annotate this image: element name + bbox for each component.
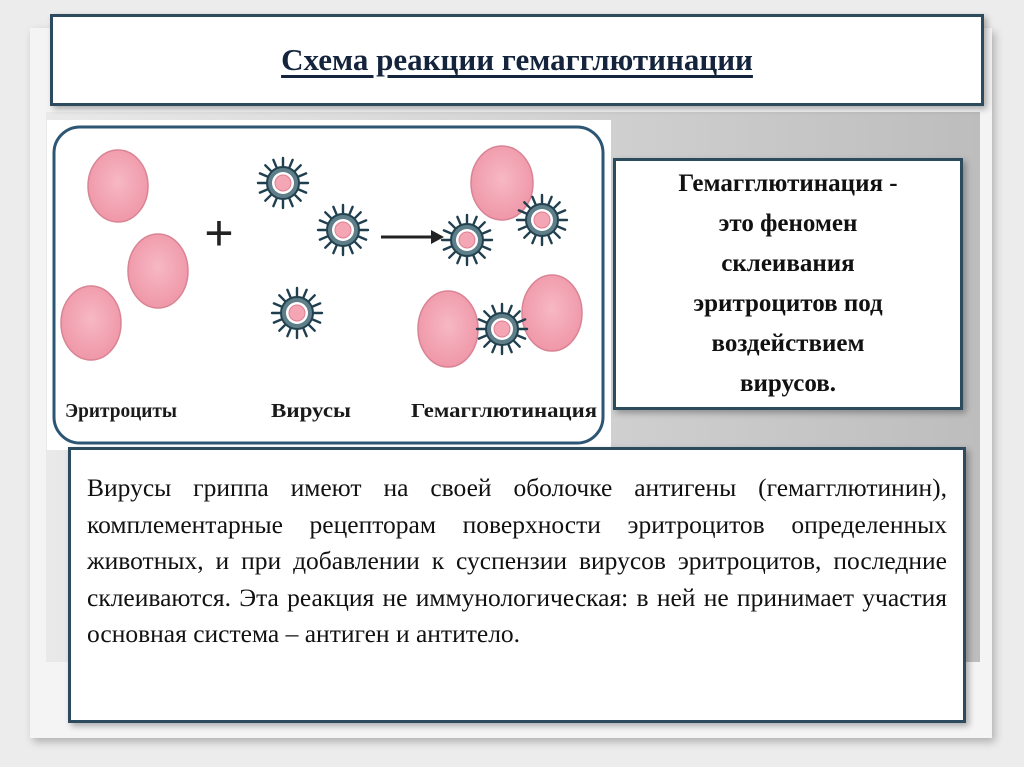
erythrocyte-cell: [60, 285, 122, 361]
definition-line: это феномен: [718, 210, 858, 237]
definition-line: Гемагглютинация -: [678, 170, 898, 197]
virus-particle: [515, 193, 569, 247]
explanation-box: Вирусы гриппа имеют на своей оболочке ан…: [68, 447, 966, 723]
virus-particle: [475, 302, 529, 356]
label-viruses: Вирусы: [271, 400, 351, 422]
virus-particle: [440, 213, 494, 267]
virus-particle: [270, 286, 324, 340]
erythrocyte-cell: [470, 145, 534, 221]
hemagglutination-diagram: + Эритроциты Вирусы Гемагглютинация: [47, 120, 611, 450]
definition-box: Гемагглютинация - это феномен склеивания…: [613, 158, 963, 410]
label-hemagglutination: Гемагглютинация: [411, 400, 597, 422]
erythrocyte-cell: [87, 149, 149, 223]
definition-text: Гемагглютинация - это феномен склеивания…: [678, 164, 897, 404]
explanation-text: Вирусы гриппа имеют на своей оболочке ан…: [87, 473, 947, 648]
erythrocyte-cell: [127, 233, 189, 309]
title-box: Схема реакции гемагглютинации: [50, 14, 984, 106]
erythrocyte-cell: [521, 274, 583, 352]
definition-line: эритроцитов под: [693, 290, 883, 317]
label-erythrocytes: Эритроциты: [65, 400, 177, 422]
diagram-frame: [52, 125, 605, 445]
plus-sign: +: [204, 205, 233, 261]
virus-particle: [256, 156, 310, 210]
erythrocyte-cell: [417, 290, 479, 368]
reaction-arrow: [381, 230, 444, 244]
virus-particle: [316, 203, 370, 257]
definition-line: воздействием: [711, 330, 865, 357]
definition-line: склеивания: [721, 250, 855, 277]
definition-line: вирусов.: [740, 370, 836, 397]
slide-title: Схема реакции гемагглютинации: [281, 42, 753, 77]
